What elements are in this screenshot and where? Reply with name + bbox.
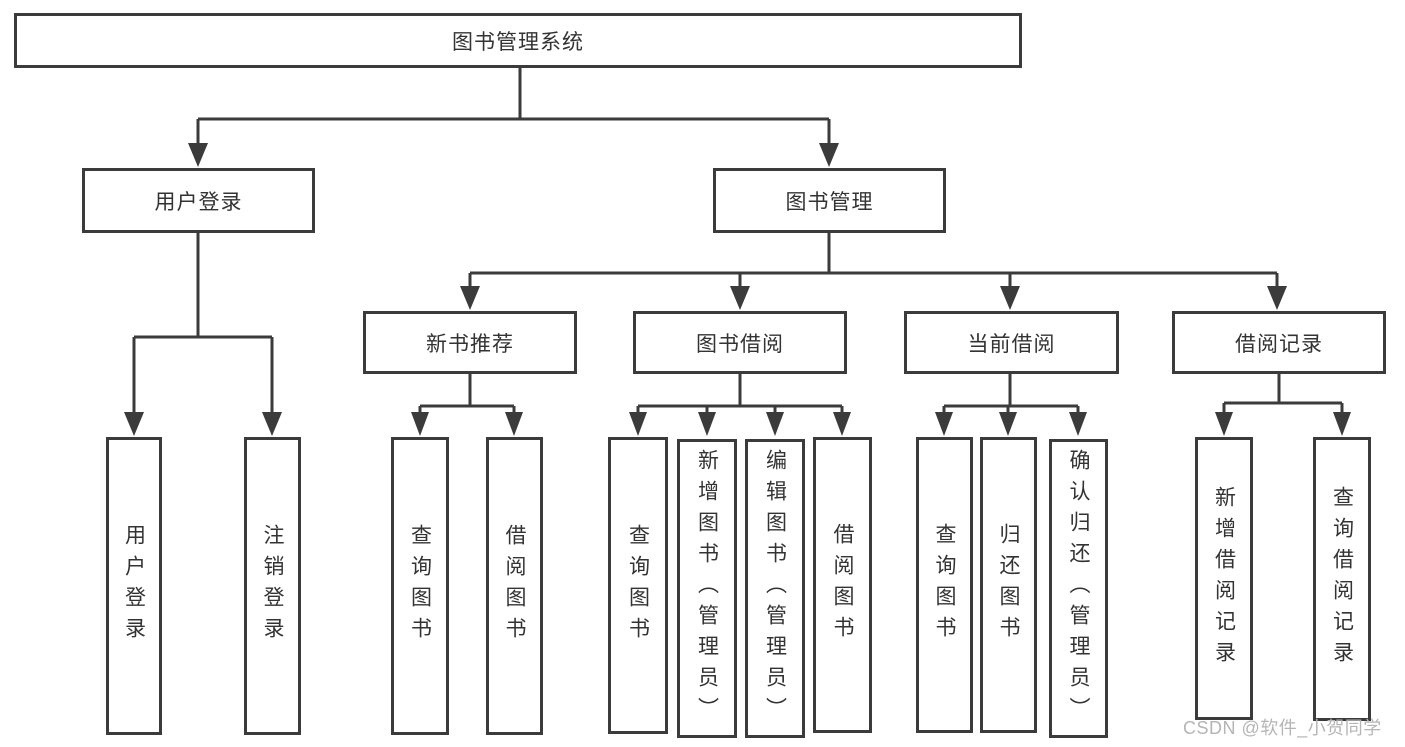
arrowhead-icon xyxy=(629,412,647,436)
arrowhead-icon xyxy=(730,286,750,310)
arrowhead-icon xyxy=(460,286,480,310)
arrowhead-icon xyxy=(999,412,1017,436)
arrowhead-icon xyxy=(1000,286,1020,310)
leaf-cb-query-books-label: 查询图书 xyxy=(933,523,956,647)
leaf-user-login-label: 用户登录 xyxy=(122,524,146,648)
arrowhead-icon xyxy=(124,412,144,436)
edge-userlogin-to-leaves xyxy=(132,233,274,416)
arrowhead-icon xyxy=(833,412,851,436)
arrowhead-icon xyxy=(819,143,839,167)
arrowheads xyxy=(124,143,1351,436)
node-new-book-recommend: 新书推荐 xyxy=(363,311,577,374)
leaf-bb-query-books-label: 查询图书 xyxy=(626,523,650,648)
arrowhead-icon xyxy=(505,412,523,436)
leaf-logout: 注销登录 xyxy=(244,437,301,735)
arrowhead-icon xyxy=(935,412,953,436)
leaf-br-add-record-label: 新增借阅记录 xyxy=(1212,485,1236,672)
leaf-cb-return-books-label: 归还图书 xyxy=(997,523,1020,647)
node-book-borrow: 图书借阅 xyxy=(633,311,847,374)
leaf-nbr-borrow-books: 借阅图书 xyxy=(486,437,543,735)
leaf-nbr-query-books-label: 查询图书 xyxy=(408,524,432,648)
arrowhead-icon xyxy=(766,412,784,436)
arrowhead-icon xyxy=(262,412,282,436)
leaf-cb-confirm-return: 确认归还（管理员） xyxy=(1049,439,1108,738)
csdn-watermark: CSDN @软件_小贺同学 xyxy=(1183,718,1382,738)
leaf-nbr-borrow-books-label: 借阅图书 xyxy=(503,524,526,648)
arrowhead-icon xyxy=(698,412,716,436)
leaf-br-query-record: 查询借阅记录 xyxy=(1313,437,1371,721)
edge-borrowrecords-to-leaves xyxy=(1222,374,1344,418)
arrowhead-icon xyxy=(1267,286,1287,310)
leaf-bb-add-books-label: 新增图书（管理员） xyxy=(695,449,719,728)
node-root: 图书管理系统 xyxy=(14,13,1022,68)
leaf-bb-borrow-books: 借阅图书 xyxy=(813,437,872,733)
edge-currentborrow-to-leaves xyxy=(942,374,1080,418)
node-user-login: 用户登录 xyxy=(82,168,315,233)
arrowhead-icon xyxy=(1215,412,1233,436)
leaf-cb-query-books: 查询图书 xyxy=(916,437,973,733)
node-current-borrow: 当前借阅 xyxy=(904,311,1119,374)
arrowhead-icon xyxy=(411,412,429,436)
leaf-bb-borrow-books-label: 借阅图书 xyxy=(831,523,854,647)
arrowhead-icon xyxy=(1333,412,1351,436)
node-borrow-records: 借阅记录 xyxy=(1172,311,1386,374)
node-book-management: 图书管理 xyxy=(713,168,946,233)
leaf-bb-query-books: 查询图书 xyxy=(608,437,668,734)
leaf-bb-edit-books: 编辑图书（管理员） xyxy=(745,439,805,738)
edge-bookmgmt-to-level3 xyxy=(468,233,1279,290)
leaf-br-add-record: 新增借阅记录 xyxy=(1195,437,1253,720)
arrowhead-icon xyxy=(188,143,208,167)
leaf-cb-confirm-return-label: 确认归还（管理员） xyxy=(1067,449,1090,728)
leaf-bb-edit-books-label: 编辑图书（管理员） xyxy=(763,449,787,728)
arrowhead-icon xyxy=(1069,412,1087,436)
edge-root-to-level2 xyxy=(196,68,831,146)
leaf-br-query-record-label: 查询借阅记录 xyxy=(1330,486,1354,672)
leaf-logout-label: 注销登录 xyxy=(261,524,284,648)
edge-bookborrow-to-leaves xyxy=(636,374,844,418)
leaf-user-login: 用户登录 xyxy=(106,437,162,735)
leaf-bb-add-books: 新增图书（管理员） xyxy=(677,439,737,738)
edge-newbookrec-to-leaves xyxy=(418,374,516,418)
leaf-nbr-query-books: 查询图书 xyxy=(391,437,449,735)
leaf-cb-return-books: 归还图书 xyxy=(980,437,1037,733)
